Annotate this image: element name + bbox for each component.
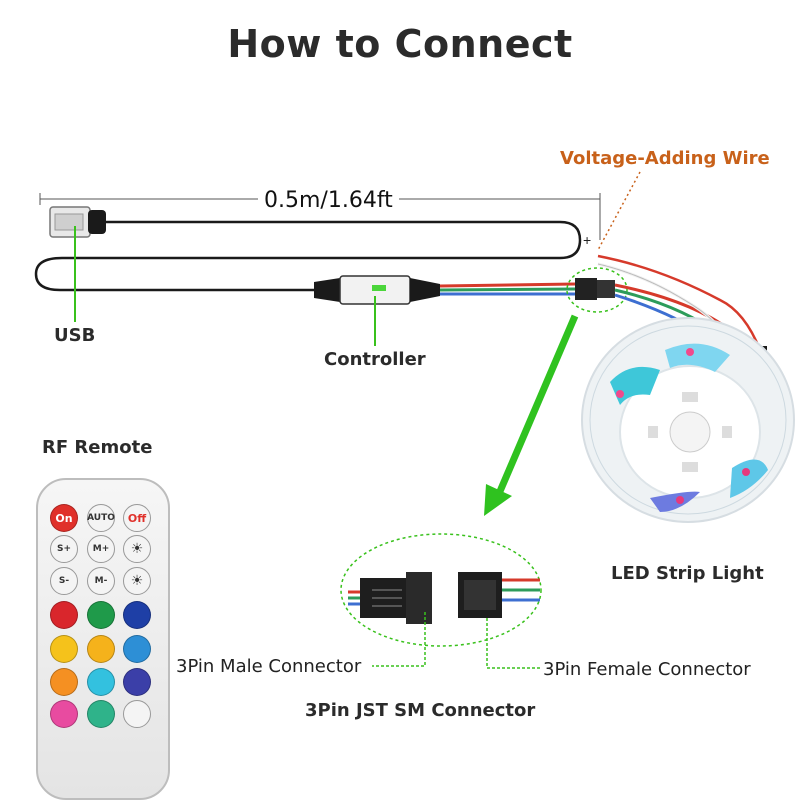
male-connector-label: 3Pin Male Connector [176,656,362,677]
remote-color-button[interactable] [87,700,115,728]
cable-length-label: 0.5m/1.64ft [258,188,399,213]
female-connector-label: 3Pin Female Connector [543,659,751,680]
led-strip-reel [581,317,795,523]
male-guide-line [372,612,426,667]
remote-button-m-[interactable]: M+ [87,535,115,563]
zoom-connector-circle [340,533,542,647]
zoom-female-connector [458,572,540,618]
brightness-down-icon[interactable]: ☀ [123,567,151,595]
controller-box [314,275,440,305]
remote-color-button[interactable] [50,601,78,629]
remote-button-on[interactable]: On [50,504,78,532]
remote-color-button[interactable] [50,700,78,728]
usb-label: USB [54,325,96,346]
strip-label: LED Strip Light [611,563,764,584]
controller-wires [439,282,576,296]
zoom-male-connector [348,572,432,624]
green-arrow [484,314,579,516]
inline-jst-connector [575,278,615,300]
female-guide-line [486,618,540,669]
remote-button-off[interactable]: Off [123,504,151,532]
voltage-pointer-line [597,171,641,251]
brightness-up-icon[interactable]: ☀ [123,535,151,563]
connector-highlight-circle [566,267,628,313]
voltage-wire-label: Voltage-Adding Wire [560,148,770,169]
remote-color-button[interactable] [87,601,115,629]
usb-cable [34,220,582,292]
remote-color-button[interactable] [87,635,115,663]
remote-color-button[interactable] [50,635,78,663]
jst-connector-label: 3Pin JST SM Connector [305,700,536,721]
remote-button-s-[interactable]: S- [50,567,78,595]
controller-label: Controller [324,349,426,370]
remote-button-s-[interactable]: S+ [50,535,78,563]
remote-color-button[interactable] [123,635,151,663]
usb-plug [49,206,106,238]
remote-title: RF Remote [42,437,153,458]
plus-sign: + [583,232,592,248]
page-title: How to Connect [227,22,573,66]
remote-color-button[interactable] [123,668,151,696]
remote-color-button[interactable] [123,700,151,728]
remote-color-button[interactable] [123,601,151,629]
remote-color-button[interactable] [50,668,78,696]
remote-button-auto[interactable]: AUTO [87,504,115,532]
remote-color-button[interactable] [87,668,115,696]
remote-button-m-[interactable]: M- [87,567,115,595]
